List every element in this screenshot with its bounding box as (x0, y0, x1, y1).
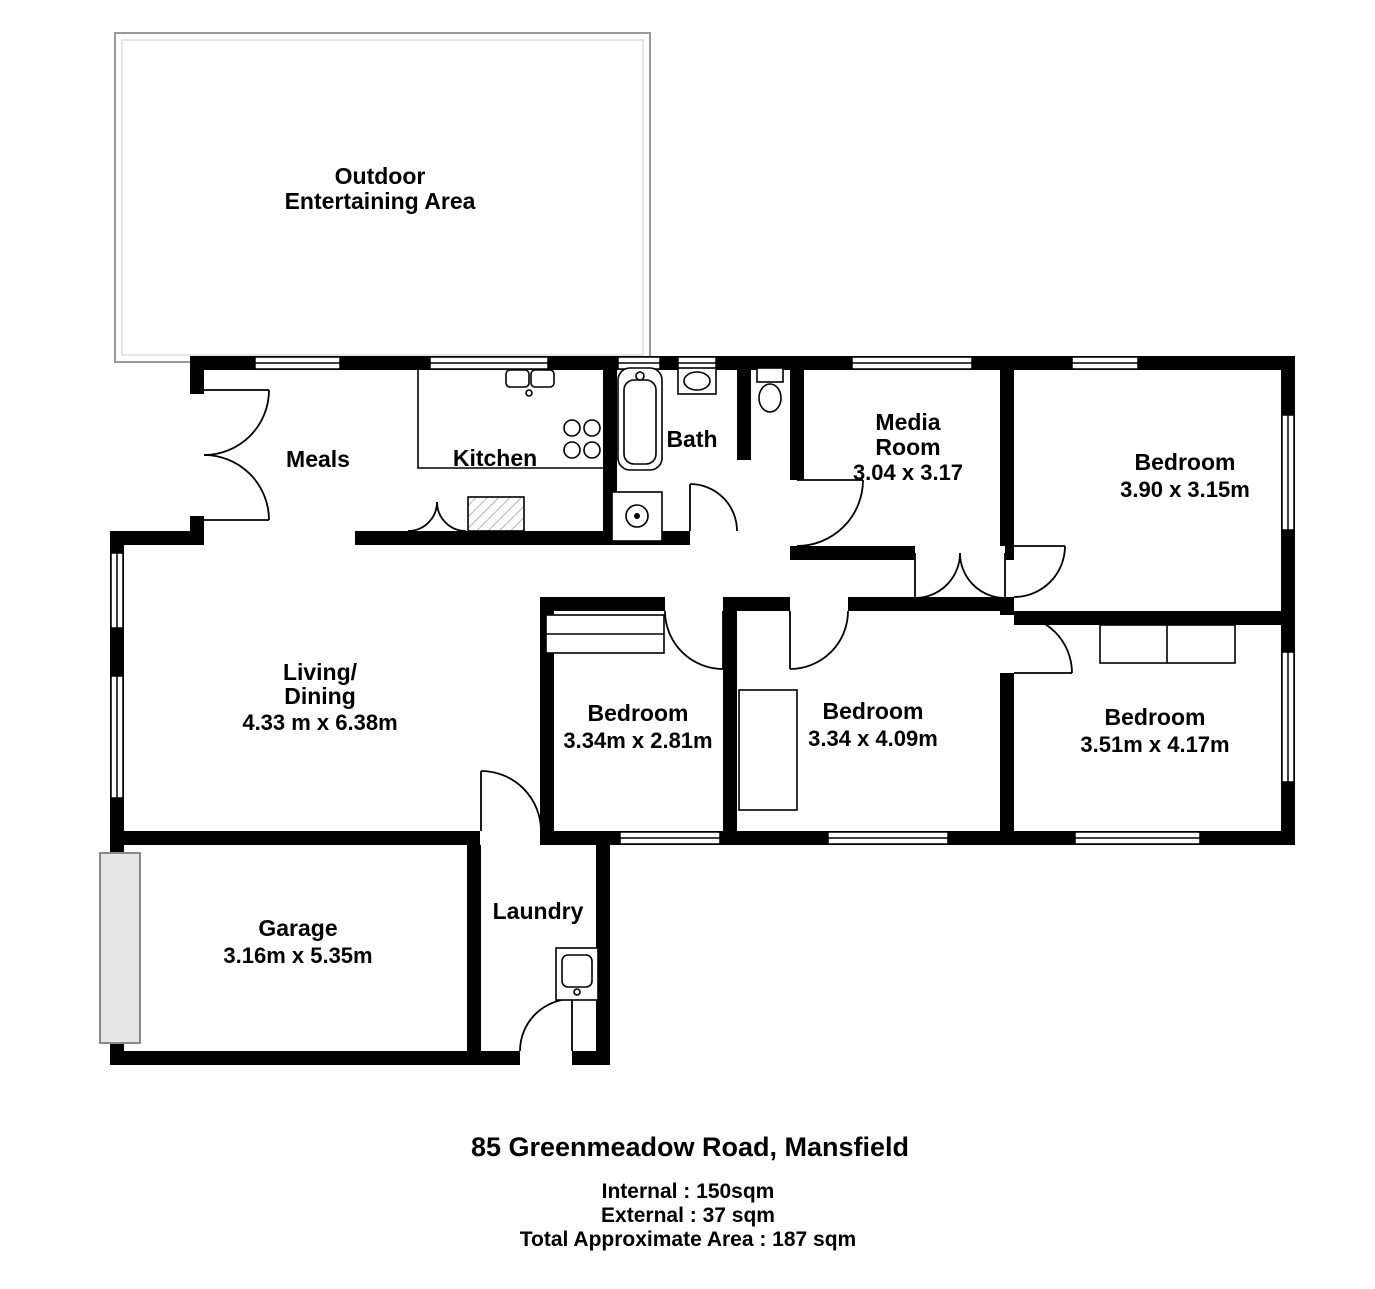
window (1074, 831, 1201, 845)
wardrobe-bedroom-mid-right (738, 689, 798, 811)
door-swing (519, 998, 573, 1052)
laundry-label: Laundry (493, 898, 584, 924)
window (429, 356, 549, 370)
window (254, 356, 341, 370)
wardrobe-bedroom-mid-left (545, 614, 665, 654)
double-door-swing (203, 389, 270, 521)
outdoor-area-outline (114, 32, 651, 363)
garage-dimensions: 3.16m x 5.35m (223, 943, 372, 968)
laundry-trough (555, 947, 599, 1001)
window (619, 831, 721, 845)
door-swing (1013, 545, 1066, 598)
bedroom-top-right-label: Bedroom (1135, 449, 1236, 475)
outdoor-label-line1: Outdoor (335, 163, 426, 189)
bifold-closet-doors (407, 501, 467, 532)
living-dining-label-line1: Living/ (283, 659, 358, 685)
door-swing (480, 770, 542, 832)
bedroom-top-right-dimensions: 3.90 x 3.15m (1120, 477, 1250, 502)
windows (110, 356, 1295, 845)
double-door-swing (914, 552, 1006, 599)
door-swing (796, 479, 864, 547)
window (677, 356, 717, 370)
kitchen-sink (505, 369, 555, 397)
bathtub (617, 367, 663, 471)
bathroom-basin (677, 367, 717, 395)
kitchen-bench (417, 370, 603, 469)
door-swing (789, 610, 849, 670)
window (1281, 651, 1295, 783)
shower (611, 491, 663, 542)
bedroom-right-label: Bedroom (1105, 704, 1206, 730)
doors (203, 389, 1073, 1052)
window (617, 356, 661, 370)
bedroom-mid-right-label: Bedroom (823, 698, 924, 724)
kitchen-label: Kitchen (453, 445, 537, 471)
toilet (756, 367, 784, 413)
address-title: 85 Greenmeadow Road, Mansfield (471, 1132, 909, 1162)
garage-door (99, 852, 141, 1044)
bedroom-mid-left-label: Bedroom (588, 700, 689, 726)
meals-label: Meals (286, 446, 350, 472)
window (1281, 414, 1295, 531)
bedroom-mid-left-dimensions: 3.34m x 2.81m (563, 728, 712, 753)
window (851, 356, 973, 370)
door-swing (689, 483, 738, 532)
door-swing (664, 610, 724, 670)
stove-cooktop (563, 419, 601, 459)
garage-label: Garage (258, 915, 337, 941)
window (110, 552, 124, 629)
internal-area-text: Internal : 150sqm (602, 1180, 775, 1203)
room-labels: Outdoor Entertaining Area Meals Kitchen … (223, 163, 1249, 968)
wardrobe-bedroom-right (1099, 624, 1236, 664)
pantry-hatched (467, 496, 525, 532)
bedroom-mid-right-dimensions: 3.34 x 4.09m (808, 726, 938, 751)
fixtures (99, 367, 1236, 1044)
living-dining-dimensions: 4.33 m x 6.38m (242, 710, 397, 735)
walls (110, 356, 1295, 1065)
bath-label: Bath (666, 426, 717, 452)
external-area-text: External : 37 sqm (601, 1204, 775, 1227)
total-area-text: Total Approximate Area : 187 sqm (520, 1228, 856, 1251)
bedroom-right-dimensions: 3.51m x 4.17m (1080, 732, 1229, 757)
window (1071, 356, 1139, 370)
window (110, 675, 124, 799)
footer-text: 85 Greenmeadow Road, Mansfield Internal … (471, 1132, 909, 1251)
media-room-dimensions: 3.04 x 3.17 (853, 460, 963, 485)
door-swing (1013, 614, 1073, 674)
media-room-label-line1: Media (875, 409, 940, 435)
outdoor-label-line2: Entertaining Area (285, 188, 476, 214)
media-room-label-line2: Room (875, 434, 940, 460)
living-dining-label-line2: Dining (284, 683, 356, 709)
window (827, 831, 949, 845)
